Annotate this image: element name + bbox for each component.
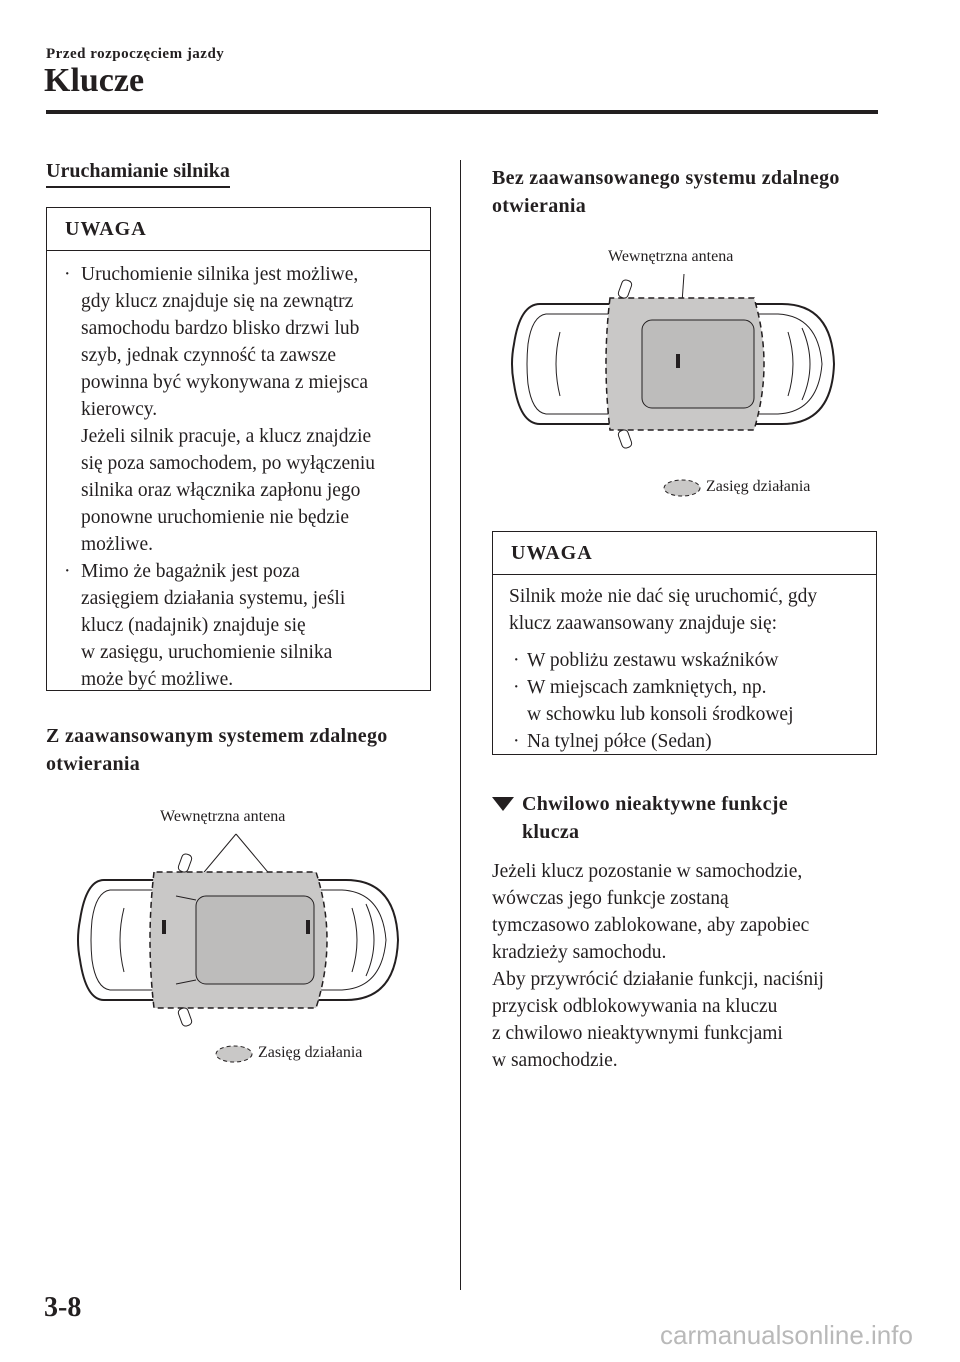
bullet-dot: · — [513, 677, 520, 698]
subheading-without-advanced-keyless: Bez zaawansowanego systemu zdalnego otwi… — [492, 164, 892, 220]
note-line: Na tylnej półce (Sedan) — [527, 731, 712, 752]
note-line: samochodu bardzo blisko drzwi lub — [81, 318, 360, 339]
subheading-line: Z zaawansowanym systemem zdalnego — [46, 725, 388, 747]
chapter-title: Przed rozpoczęciem jazdy — [46, 46, 225, 62]
section-heading-temporary-deactivation: Chwilowo nieaktywne funkcje klucza — [492, 790, 892, 846]
bullet-dot: · — [513, 731, 520, 752]
note-body: Silnik może nie dać się uruchomić, gdy k… — [493, 575, 876, 755]
section-body: Jeżeli klucz pozostanie w samochodzie, w… — [492, 858, 892, 1074]
note-intro-line: Silnik może nie dać się uruchomić, gdy — [509, 586, 818, 607]
range-label: Zasięg działania — [258, 1044, 363, 1061]
note-line: możliwe. — [81, 534, 154, 555]
note-line: może być możliwe. — [81, 669, 234, 690]
note-line: Mimo że bagażnik jest poza — [81, 561, 300, 582]
subheading-line: otwierania — [492, 195, 587, 217]
page-title: Klucze — [44, 62, 145, 99]
subheading-line: Bez zaawansowanego systemu zdalnego — [492, 167, 840, 189]
note-line: kierowcy. — [81, 399, 158, 420]
body-line: Jeżeli klucz pozostanie w samochodzie, — [492, 861, 803, 882]
section-triangle-icon — [492, 797, 514, 811]
subheading-with-advanced-keyless: Z zaawansowanym systemem zdalnego otwier… — [46, 722, 446, 778]
note-bullet-2: · Mimo że bagażnik jest poza zasięgiem d… — [47, 558, 430, 693]
note-bullet-3: · Na tylnej półce (Sedan) — [509, 728, 876, 755]
body-line: z chwilowo nieaktywnymi funkcjami — [492, 1023, 783, 1044]
note-box-right: UWAGA Silnik może nie dać się uruchomić,… — [492, 531, 877, 755]
note-line: gdy klucz znajduje się na zewnątrz — [81, 291, 354, 312]
note-intro-line: klucz zaawansowany znajduje się: — [509, 613, 778, 634]
note-line: się poza samochodem, po wyłączeniu — [81, 453, 376, 474]
note-line: powinna być wykonywana z miejsca — [81, 372, 368, 393]
body-line: przycisk odblokowywania na kluczu — [492, 996, 778, 1017]
car-diagram-one-antenna: Wewnętrzna antena Zasięg działania — [492, 240, 872, 510]
section-title-engine-start: Uruchamianie silnika — [46, 160, 230, 188]
car-top-view-icon — [77, 833, 400, 1063]
note-line: szyb, jednak czynność ta zawsze — [81, 345, 337, 366]
note-line: W miejscach zamkniętych, np. — [527, 677, 767, 698]
left-section-title-wrap: Uruchamianie silnika — [46, 160, 230, 188]
antenna-label: Wewnętrzna antena — [608, 248, 734, 265]
note-line: Uruchomienie silnika jest możliwe, — [81, 264, 359, 285]
car-diagram-two-antennas: Wewnętrzna antena Zasięg działania — [46, 800, 446, 1080]
page-number: 3-8 — [44, 1292, 82, 1323]
note-heading: UWAGA — [47, 208, 430, 251]
note-line: ponowne uruchomienie nie będzie — [81, 507, 350, 528]
note-line: zasięgiem działania systemu, jeśli — [81, 588, 346, 609]
body-line: tymczasowo zablokowane, aby zapobiec — [492, 915, 810, 936]
note-bullet-1: · W pobliżu zestawu wskaźników — [509, 647, 876, 674]
note-bullet-2: · W miejscach zamkniętych, np. w schowku… — [509, 674, 876, 728]
range-label: Zasięg działania — [706, 478, 811, 495]
note-body: · Uruchomienie silnika jest możliwe, gdy… — [47, 251, 430, 693]
note-line: w schowku lub konsoli środkowej — [527, 704, 794, 725]
car-top-view-icon — [511, 273, 836, 497]
section-heading-line: Chwilowo nieaktywne funkcje — [522, 793, 788, 815]
watermark: carmanualsonline.info — [660, 1320, 913, 1350]
note-bullet-1: · Uruchomienie silnika jest możliwe, gdy… — [47, 261, 430, 558]
note-line: w zasięgu, uruchomienie silnika — [81, 642, 333, 663]
bullet-dot: · — [64, 264, 71, 285]
note-line: Jeżeli silnik pracuje, a klucz znajdzie — [81, 426, 372, 447]
body-line: Aby przywrócić działanie funkcji, naciśn… — [492, 969, 824, 990]
body-line: w samochodzie. — [492, 1050, 618, 1071]
bullet-dot: · — [64, 561, 71, 582]
note-line: klucz (nadajnik) znajduje się — [81, 615, 306, 636]
bullet-dot: · — [513, 650, 520, 671]
note-line: silnika oraz włącznika zapłonu jego — [81, 480, 361, 501]
antenna-label: Wewnętrzna antena — [160, 808, 286, 825]
note-heading: UWAGA — [493, 532, 876, 575]
title-rule — [46, 110, 878, 114]
section-heading-line: klucza — [522, 821, 580, 843]
column-divider — [460, 160, 461, 1290]
subheading-line: otwierania — [46, 753, 141, 775]
body-line: wówczas jego funkcje zostaną — [492, 888, 729, 909]
note-box-left: UWAGA · Uruchomienie silnika jest możliw… — [46, 207, 431, 691]
body-line: kradzieży samochodu. — [492, 942, 667, 963]
note-line: W pobliżu zestawu wskaźników — [527, 650, 779, 671]
